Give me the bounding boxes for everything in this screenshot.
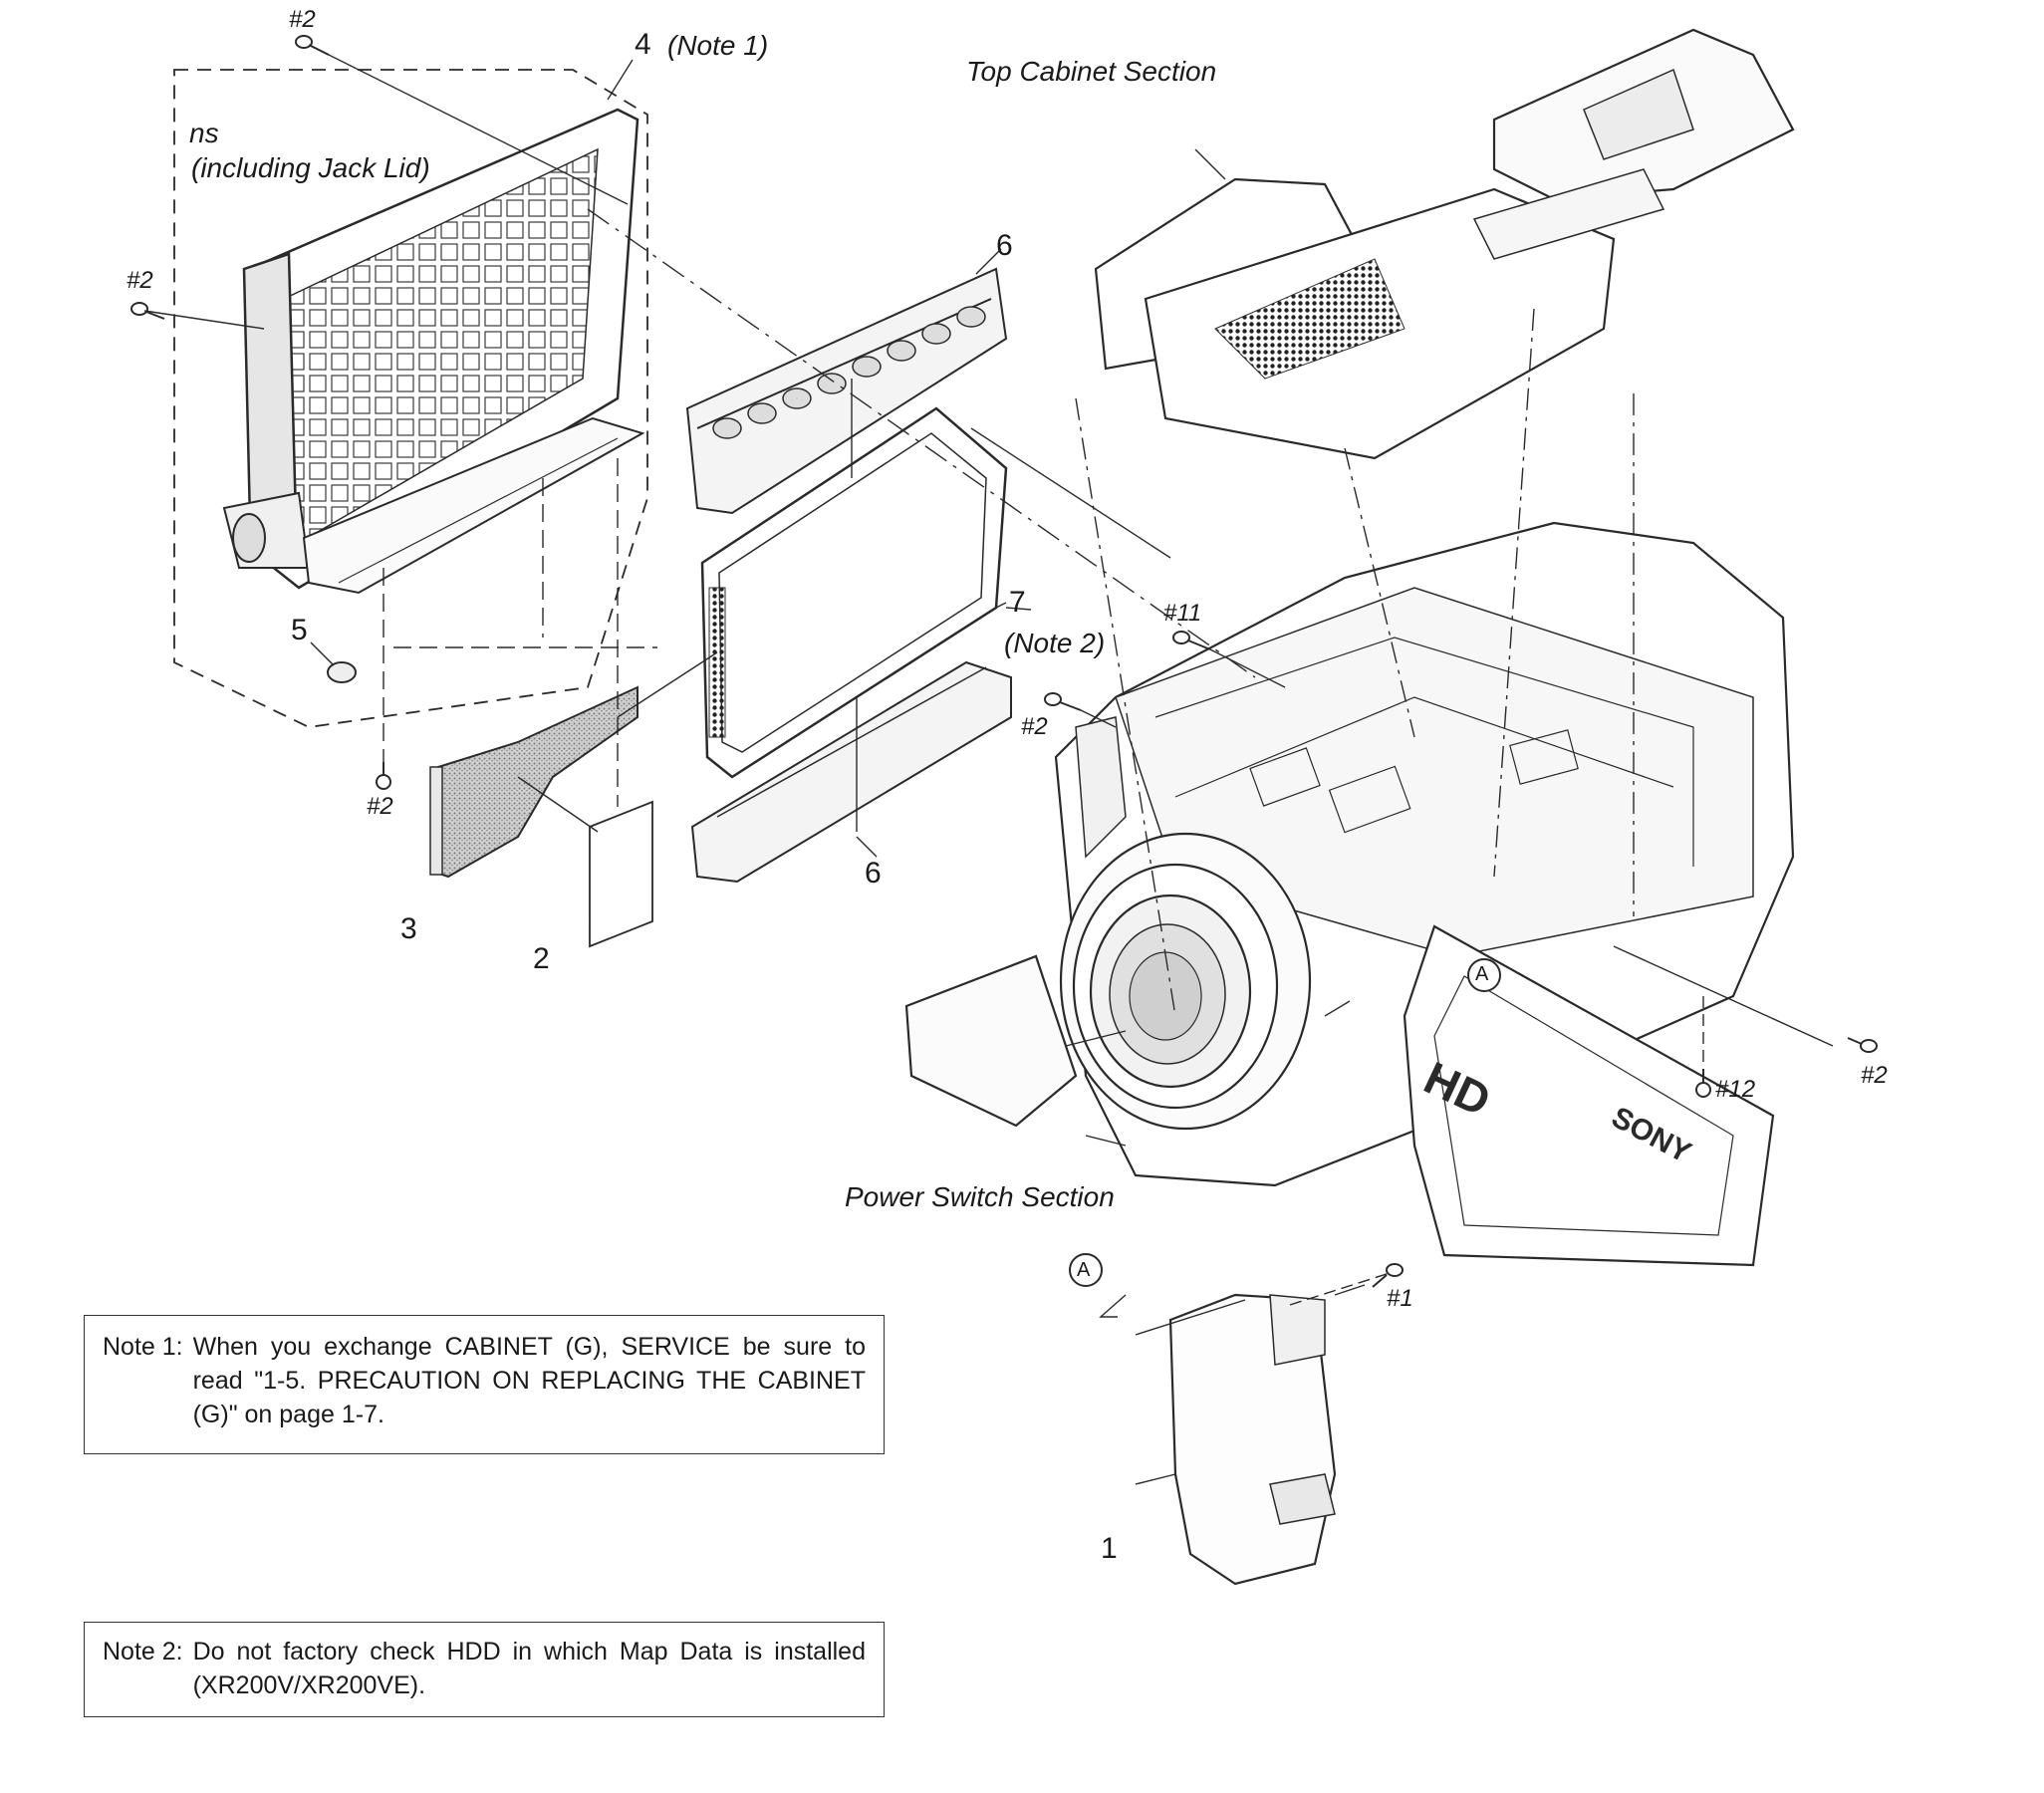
screw-label-right: #2: [1861, 1062, 1888, 1089]
screw-right-icon: [1847, 1037, 1878, 1053]
lens-assembly: [1059, 832, 1312, 1131]
label-including-jack-lid: (including Jack Lid): [191, 152, 430, 183]
part-label-3: 3: [400, 912, 417, 945]
note-2-box: Note 2: Do not factory check HDD in whic…: [84, 1622, 885, 1717]
screw-label-top: #2: [289, 6, 316, 33]
note-1-text: When you exchange CABINET (G), SERVICE b…: [192, 1333, 866, 1428]
ref-label-a-upper: A: [1475, 963, 1489, 985]
label-top-cabinet-section: Top Cabinet Section: [966, 56, 1217, 87]
screws: [130, 35, 1878, 1288]
lcd-panel: [1403, 924, 1775, 1267]
ref-a-lower-icon: [1069, 1253, 1103, 1287]
part-label-4: 4: [635, 28, 651, 61]
screw-lower-left-icon: [376, 762, 391, 790]
note-1-box: Note 1: When you exchange CABINET (G), S…: [84, 1315, 885, 1454]
part-label-1: 1: [1101, 1532, 1118, 1565]
part-label-6-top: 6: [996, 229, 1013, 262]
flexible-board-tab: [429, 766, 443, 876]
sheet-part-2: [589, 800, 653, 948]
screw-label-11: #11: [1163, 600, 1202, 627]
power-switch-cover-part-1: [1168, 1293, 1337, 1586]
screw-left-icon: [130, 302, 165, 320]
cabinet-g-base-plate: [302, 416, 645, 595]
screw-label-1: #1: [1387, 1285, 1413, 1312]
part-label-6-bottom: 6: [865, 857, 882, 890]
part-label-7: 7: [1009, 586, 1026, 619]
grip-rubber-top: [685, 267, 1008, 515]
screw-1-icon: [1372, 1263, 1404, 1288]
screw-11-icon: [1172, 631, 1211, 650]
part-label-2: 2: [533, 942, 550, 975]
assembly-lines: [143, 44, 1834, 1485]
cabinet-g-strap-hole: [232, 513, 266, 563]
note-2-text: Do not factory check HDD in which Map Da…: [192, 1638, 866, 1699]
screw-mid-icon: [1044, 692, 1082, 711]
camera-grip-strap: [904, 954, 1078, 1128]
ref-a-upper-icon: [1467, 958, 1501, 992]
label-power-switch-section: Power Switch Section: [845, 1181, 1115, 1212]
screw-12-icon: [1695, 1069, 1711, 1098]
part-label-5: 5: [291, 614, 308, 646]
part-5-cap: [327, 661, 357, 683]
screw-label-left: #2: [127, 267, 153, 294]
note-1-label: Note 1:: [103, 1333, 183, 1361]
part-label-4-note: (Note 1): [667, 30, 769, 61]
cabinet-g-group: [173, 69, 648, 728]
label-ns: ns: [189, 118, 219, 148]
ref-label-a-lower: A: [1077, 1259, 1091, 1281]
screw-label-mid: #2: [1021, 713, 1048, 740]
screw-label-12: #12: [1715, 1076, 1756, 1103]
grip-rubber-bottom: [690, 660, 1012, 884]
screw-label-lower-left: #2: [367, 793, 393, 820]
top-cabinet-section: [1094, 28, 1795, 460]
note-2-label: Note 2:: [103, 1638, 183, 1665]
part-label-7-note: (Note 2): [1004, 628, 1106, 658]
